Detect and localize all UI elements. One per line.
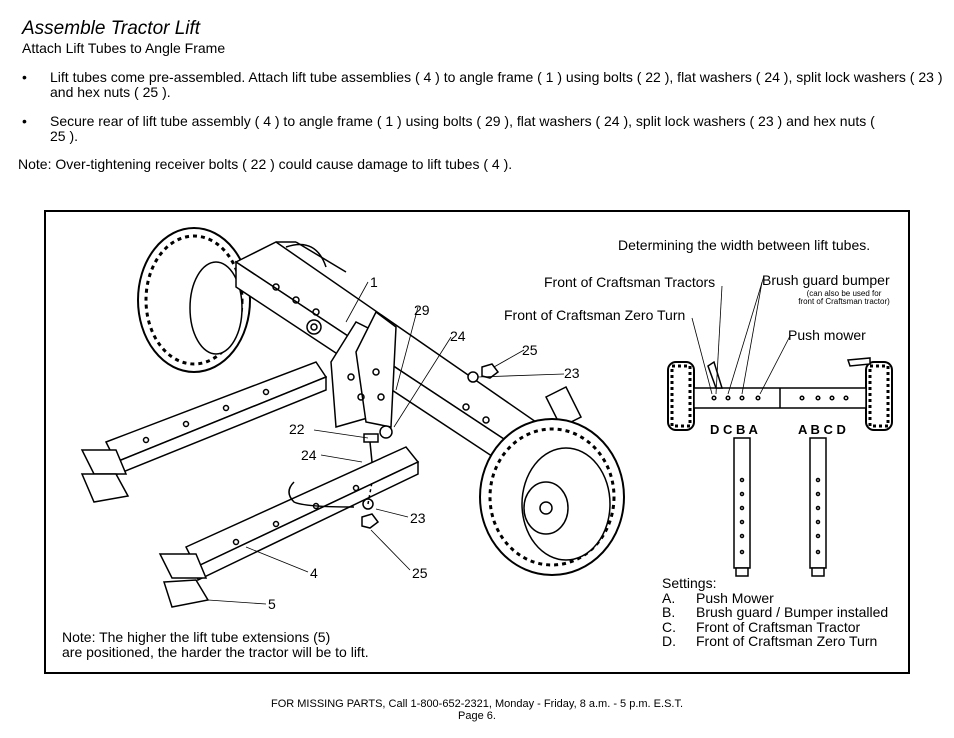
settings-label: Push Mower	[696, 589, 774, 606]
left-lift-tube	[80, 361, 328, 503]
figure-note-line-1: Note: The higher the lift tube extension…	[62, 629, 331, 645]
warning-note: Note: Over-tightening receiver bolts ( 2…	[18, 156, 513, 172]
settings-item: D. Front of Craftsman Zero Turn	[662, 634, 888, 649]
page-title: Assemble Tractor Lift	[22, 18, 201, 39]
callout-23-bottom: 23	[410, 510, 426, 526]
width-heading: Determining the width between lift tubes…	[618, 237, 871, 253]
label-brush-guard-sub-2: front of Craftsman tractor)	[798, 297, 890, 306]
width-diagram	[667, 275, 893, 577]
bullet-symbol: •	[22, 113, 27, 129]
settings-label: Front of Craftsman Zero Turn	[696, 633, 878, 649]
label-brush-guard-sub-1: (can also be used for	[806, 289, 882, 298]
settings-key: B.	[662, 604, 676, 620]
bullet-symbol: •	[22, 69, 27, 85]
bullet-text: Lift tubes come pre-assembled. Attach li…	[50, 69, 943, 100]
settings-key: D.	[662, 633, 676, 649]
callout-4: 4	[310, 565, 318, 581]
callout-23-top: 23	[564, 365, 580, 381]
callout-29: 29	[414, 302, 430, 318]
figure-note: Note: The higher the lift tube extension…	[62, 630, 369, 660]
page-subtitle: Attach Lift Tubes to Angle Frame	[22, 40, 226, 56]
footer-page-number: Page 6.	[458, 710, 496, 722]
settings-item: B. Brush guard / Bumper installed	[662, 605, 888, 620]
assembly-illustration	[80, 227, 893, 608]
label-front-zero-turn: Front of Craftsman Zero Turn	[504, 307, 686, 323]
callout-24-top: 24	[450, 328, 466, 344]
label-holes-right: A B C D	[798, 422, 846, 437]
callout-24-bottom: 24	[301, 447, 317, 463]
label-brush-guard-bumper: Brush guard bumper	[762, 272, 890, 288]
settings-item: A. Push Mower	[662, 589, 888, 606]
callout-leaders	[207, 281, 565, 605]
settings-key: A.	[662, 589, 676, 606]
callout-22: 22	[289, 421, 305, 437]
assembly-figure: Determining the width between lift tubes…	[44, 210, 910, 674]
bullet-text: Secure rear of lift tube assembly ( 4 ) …	[50, 113, 875, 144]
label-push-mower: Push mower	[788, 327, 866, 343]
settings-key: C.	[662, 618, 676, 635]
right-wheel	[479, 418, 625, 576]
settings-item: C. Front of Craftsman Tractor	[662, 618, 888, 635]
mounting-plates	[306, 310, 397, 428]
callout-5: 5	[268, 596, 276, 612]
callout-1: 1	[370, 274, 378, 290]
settings-legend: Settings: A. Push Mower B. Brush guard / B…	[662, 576, 888, 649]
right-lift-tube	[158, 446, 420, 608]
label-front-craftsman-tractors: Front of Craftsman Tractors	[544, 274, 716, 290]
label-holes-left: D C B A	[710, 422, 758, 437]
callout-25-bottom: 25	[412, 565, 428, 581]
figure-note-line-2: are positioned, the harder the tractor w…	[62, 644, 369, 660]
settings-label: Brush guard / Bumper installed	[696, 604, 889, 620]
callout-25-top: 25	[522, 342, 538, 358]
left-wheel	[137, 227, 251, 373]
settings-label: Front of Craftsman Tractor	[696, 618, 861, 635]
settings-title: Settings:	[662, 575, 717, 591]
footer-missing-parts: FOR MISSING PARTS, Call 1-800-652-2321, …	[270, 698, 684, 710]
